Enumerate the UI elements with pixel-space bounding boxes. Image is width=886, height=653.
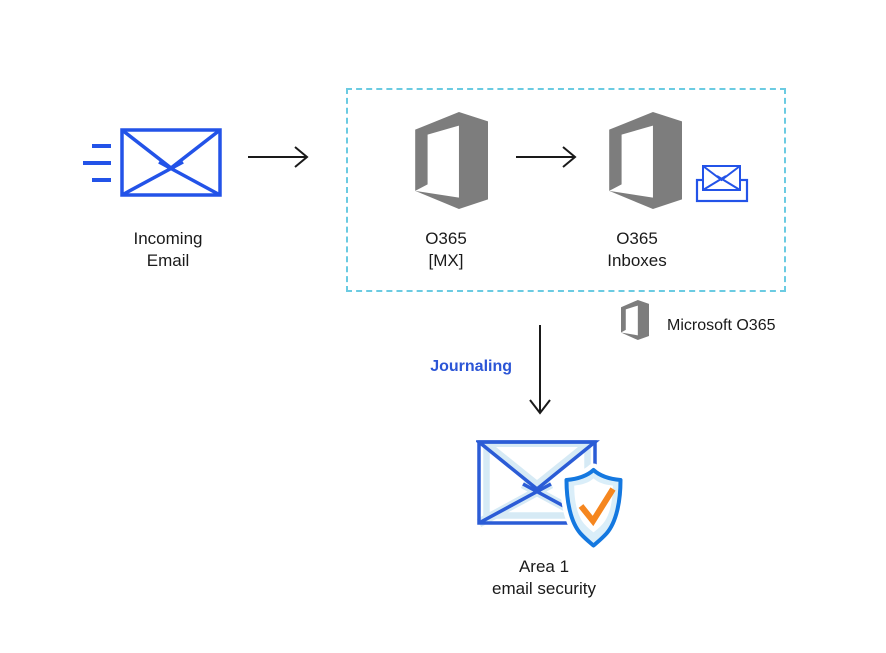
speed-lines-icon bbox=[83, 144, 111, 182]
email-security-icon bbox=[476, 440, 627, 552]
arrow-right-icon bbox=[516, 146, 577, 168]
incoming-email-label: Incoming Email bbox=[133, 229, 203, 270]
area1-label: Area 1 email security bbox=[492, 557, 596, 598]
o365-mx-label: O365 [MX] bbox=[425, 229, 467, 270]
o365-logo-icon bbox=[609, 112, 682, 209]
arrow-right-icon bbox=[248, 146, 309, 168]
o365-group-box bbox=[346, 88, 786, 292]
arrow-down-icon bbox=[529, 325, 551, 415]
incoming-email-icon bbox=[83, 128, 222, 197]
envelope-icon bbox=[120, 128, 222, 197]
o365-inboxes-label: O365 Inboxes bbox=[607, 229, 667, 270]
o365-legend-icon bbox=[621, 300, 649, 340]
legend-label: Microsoft O365 bbox=[667, 317, 776, 334]
inbox-icon bbox=[695, 165, 749, 203]
journaling-label: Journaling bbox=[430, 358, 512, 375]
shield-check-icon bbox=[560, 463, 627, 552]
o365-logo-icon bbox=[415, 112, 488, 209]
